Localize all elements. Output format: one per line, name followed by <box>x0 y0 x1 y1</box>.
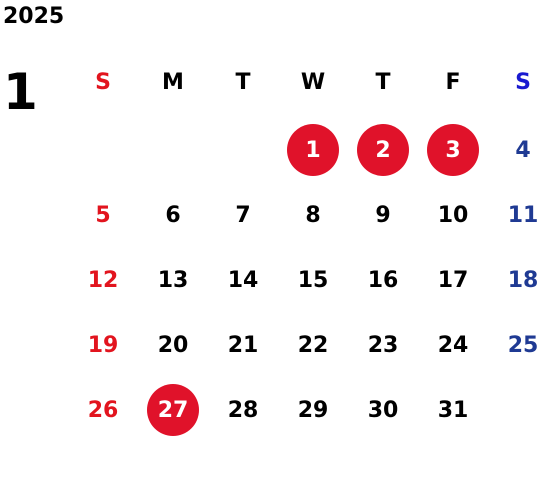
weekday-wednesday: W <box>300 69 326 95</box>
day-cell: 23 <box>348 325 418 365</box>
day-cell: 18 <box>488 260 548 300</box>
day-cell: 27 <box>138 384 208 436</box>
day-number: 12 <box>87 267 119 293</box>
day-cell: 16 <box>348 260 418 300</box>
day-number: 19 <box>87 332 119 358</box>
weekday-sunday: S <box>95 69 111 95</box>
weekday-tuesday: T <box>235 69 251 95</box>
weekday-friday: F <box>445 69 461 95</box>
day-cell: 2 <box>348 124 418 176</box>
day-number: 28 <box>227 397 259 423</box>
weekday-saturday: S <box>515 69 531 95</box>
day-number: 8 <box>305 202 321 228</box>
day-number: 16 <box>367 267 399 293</box>
day-number: 23 <box>367 332 399 358</box>
day-number: 18 <box>507 267 539 293</box>
day-cell: 12 <box>68 260 138 300</box>
day-cell: 5 <box>68 195 138 235</box>
day-cell: 7 <box>208 195 278 235</box>
day-cell: 10 <box>418 195 488 235</box>
day-number: 5 <box>95 202 111 228</box>
day-cell: 3 <box>418 124 488 176</box>
month-number: 1 <box>3 63 38 121</box>
day-cell: 28 <box>208 390 278 430</box>
holiday-circle <box>427 124 479 176</box>
weekday-thursday: T <box>375 69 391 95</box>
empty-day-cell <box>138 130 208 170</box>
day-cell: 22 <box>278 325 348 365</box>
day-cell: 4 <box>488 130 548 170</box>
day-cell: 15 <box>278 260 348 300</box>
week-row: 19 20 21 22 23 24 25 <box>68 325 548 365</box>
day-cell: 21 <box>208 325 278 365</box>
day-number: 25 <box>507 332 539 358</box>
day-cell: 8 <box>278 195 348 235</box>
day-number: 21 <box>227 332 259 358</box>
day-number: 2 <box>375 137 391 163</box>
day-cell: 24 <box>418 325 488 365</box>
day-cell: 17 <box>418 260 488 300</box>
day-cell: 29 <box>278 390 348 430</box>
day-number: 14 <box>227 267 259 293</box>
day-cell: 9 <box>348 195 418 235</box>
day-cell: 14 <box>208 260 278 300</box>
empty-day-cell <box>208 130 278 170</box>
day-number: 31 <box>437 397 469 423</box>
weekday-header-row: S M T W T F S <box>68 62 548 102</box>
day-cell: 20 <box>138 325 208 365</box>
day-number: 7 <box>235 202 251 228</box>
holiday-circle <box>287 124 339 176</box>
week-row: 26 27 28 29 30 31 <box>68 384 548 436</box>
empty-day-cell <box>488 390 548 430</box>
week-row: 1 2 3 4 <box>68 124 548 176</box>
year-label: 2025 <box>3 4 65 29</box>
day-number: 24 <box>437 332 469 358</box>
day-number: 17 <box>437 267 469 293</box>
holiday-circle <box>357 124 409 176</box>
day-number: 22 <box>297 332 329 358</box>
weekday-monday: M <box>162 69 184 95</box>
day-number: 30 <box>367 397 399 423</box>
day-number: 26 <box>87 397 119 423</box>
day-cell: 11 <box>488 195 548 235</box>
day-cell: 1 <box>278 124 348 176</box>
week-row: 5 6 7 8 9 10 11 <box>68 195 548 235</box>
week-row: 12 13 14 15 16 17 18 <box>68 260 548 300</box>
holiday-circle <box>147 384 199 436</box>
day-cell: 26 <box>68 390 138 430</box>
day-number: 4 <box>515 137 531 163</box>
day-cell: 31 <box>418 390 488 430</box>
day-cell: 25 <box>488 325 548 365</box>
empty-day-cell <box>68 130 138 170</box>
day-number: 10 <box>437 202 469 228</box>
day-number: 6 <box>165 202 181 228</box>
day-number: 3 <box>445 137 461 163</box>
day-number: 13 <box>157 267 189 293</box>
day-number: 20 <box>157 332 189 358</box>
day-number: 27 <box>157 397 189 423</box>
day-number: 29 <box>297 397 329 423</box>
day-cell: 19 <box>68 325 138 365</box>
day-number: 15 <box>297 267 329 293</box>
day-number: 11 <box>507 202 539 228</box>
day-number: 9 <box>375 202 391 228</box>
day-cell: 6 <box>138 195 208 235</box>
day-cell: 13 <box>138 260 208 300</box>
day-cell: 30 <box>348 390 418 430</box>
day-number: 1 <box>305 137 321 163</box>
